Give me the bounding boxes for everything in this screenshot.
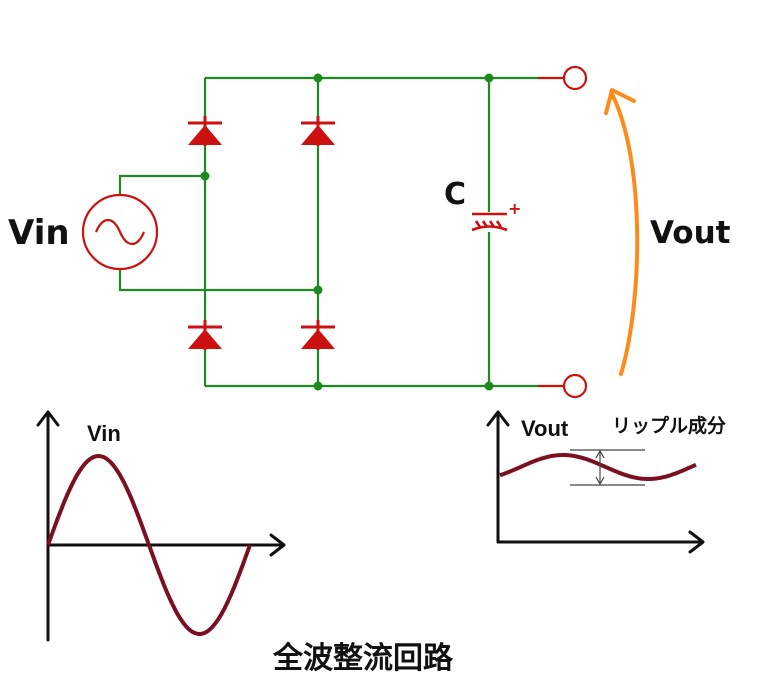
- ac-source: [81, 193, 159, 271]
- vin-label: Vin: [8, 213, 70, 253]
- input-graph: Vin: [36, 410, 286, 642]
- junction-dot: [313, 381, 323, 391]
- diode: [301, 116, 335, 146]
- capacitor-label: C: [444, 177, 466, 212]
- arrowhead-icon: [688, 530, 705, 554]
- sine-icon: [94, 218, 146, 246]
- diode: [188, 116, 222, 146]
- ripple-indicator: [570, 449, 645, 486]
- junction-dot: [313, 73, 323, 83]
- junction-dot: [484, 381, 494, 391]
- junction-dots: [200, 73, 494, 391]
- output-ripple-curve: [499, 453, 697, 481]
- output-leads: [538, 76, 563, 388]
- capacitor: [471, 212, 508, 232]
- arrowhead-icon: [269, 533, 286, 557]
- input-graph-label: Vin: [87, 421, 121, 446]
- input-sine-curve: [46, 453, 252, 637]
- junction-dot: [484, 73, 494, 83]
- junction-dot: [200, 171, 210, 181]
- wire-source-bottom: [118, 270, 318, 292]
- arrowhead-icon: [604, 88, 636, 115]
- output-terminal-bottom: [562, 373, 588, 399]
- vout-label: Vout: [650, 215, 731, 251]
- ripple-label: リップル成分: [612, 414, 726, 437]
- arrowhead-icon: [36, 410, 60, 427]
- output-graph: Vout リップル成分: [486, 410, 726, 554]
- junction-dot: [313, 285, 323, 295]
- output-graph-label: Vout: [521, 416, 569, 441]
- diode: [188, 320, 222, 350]
- capacitor-polarity: +: [508, 199, 521, 218]
- output-terminal-top: [562, 65, 588, 91]
- vout-arrow: [604, 88, 640, 376]
- diagram-title: 全波整流回路: [272, 641, 454, 676]
- wire-source-top: [118, 174, 205, 195]
- arrowhead-icon: [486, 410, 510, 427]
- diode: [301, 320, 335, 350]
